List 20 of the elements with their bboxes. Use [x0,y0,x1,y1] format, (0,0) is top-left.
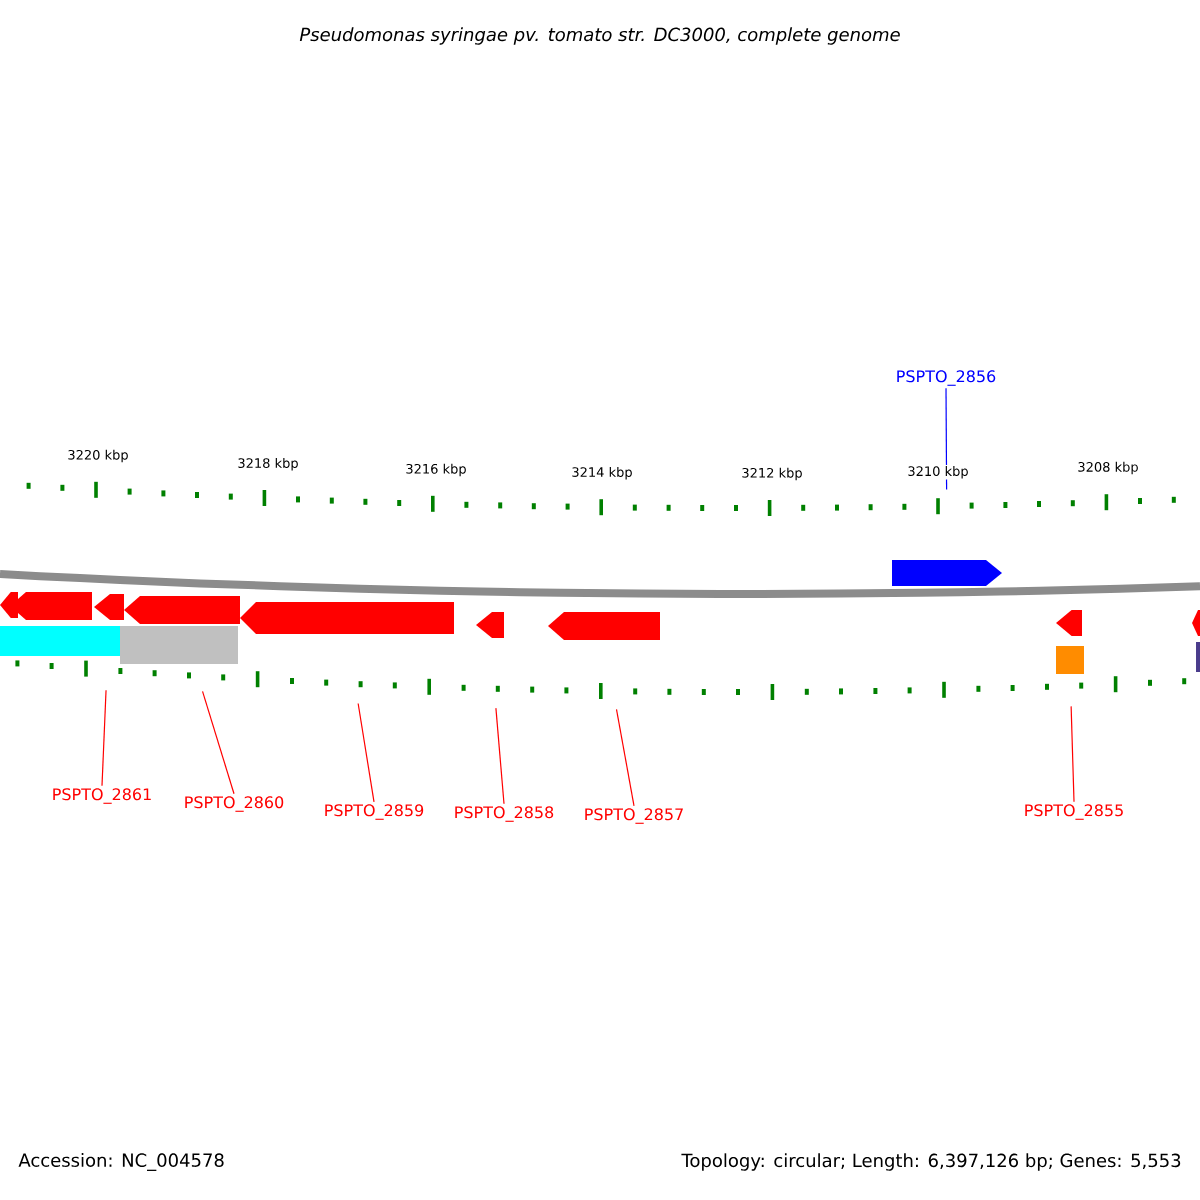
gene-label: PSPTO_2859 [325,804,424,820]
gene-label: PSPTO_2857 [585,808,683,824]
gene-feature [476,612,504,638]
genome-title: Pseudomonas syringae pv. tomato str. DC3000, complete genome [299,27,900,45]
leader-line [357,702,375,803]
gene-feature [892,560,1002,586]
footer-text: Accession: NC_004578 [18,1153,224,1171]
gene-label: PSPTO_2858 [455,806,554,822]
leader-line [101,689,107,787]
leader-line [495,707,505,805]
leader-line [1070,705,1075,803]
leader-line [201,690,235,795]
gene-label: PSPTO_2856 [897,370,996,386]
gene-feature [548,612,660,640]
gene-feature [1056,610,1082,636]
gene-feature [94,594,124,620]
footer-text: Topology: circular; Length: 6,397,126 bp; Genes: 5,553 [681,1153,1181,1171]
gene-label: PSPTO_2855 [1025,804,1123,820]
gene-label: PSPTO_2861 [53,788,151,804]
gene-label: PSPTO_2860 [185,796,284,812]
